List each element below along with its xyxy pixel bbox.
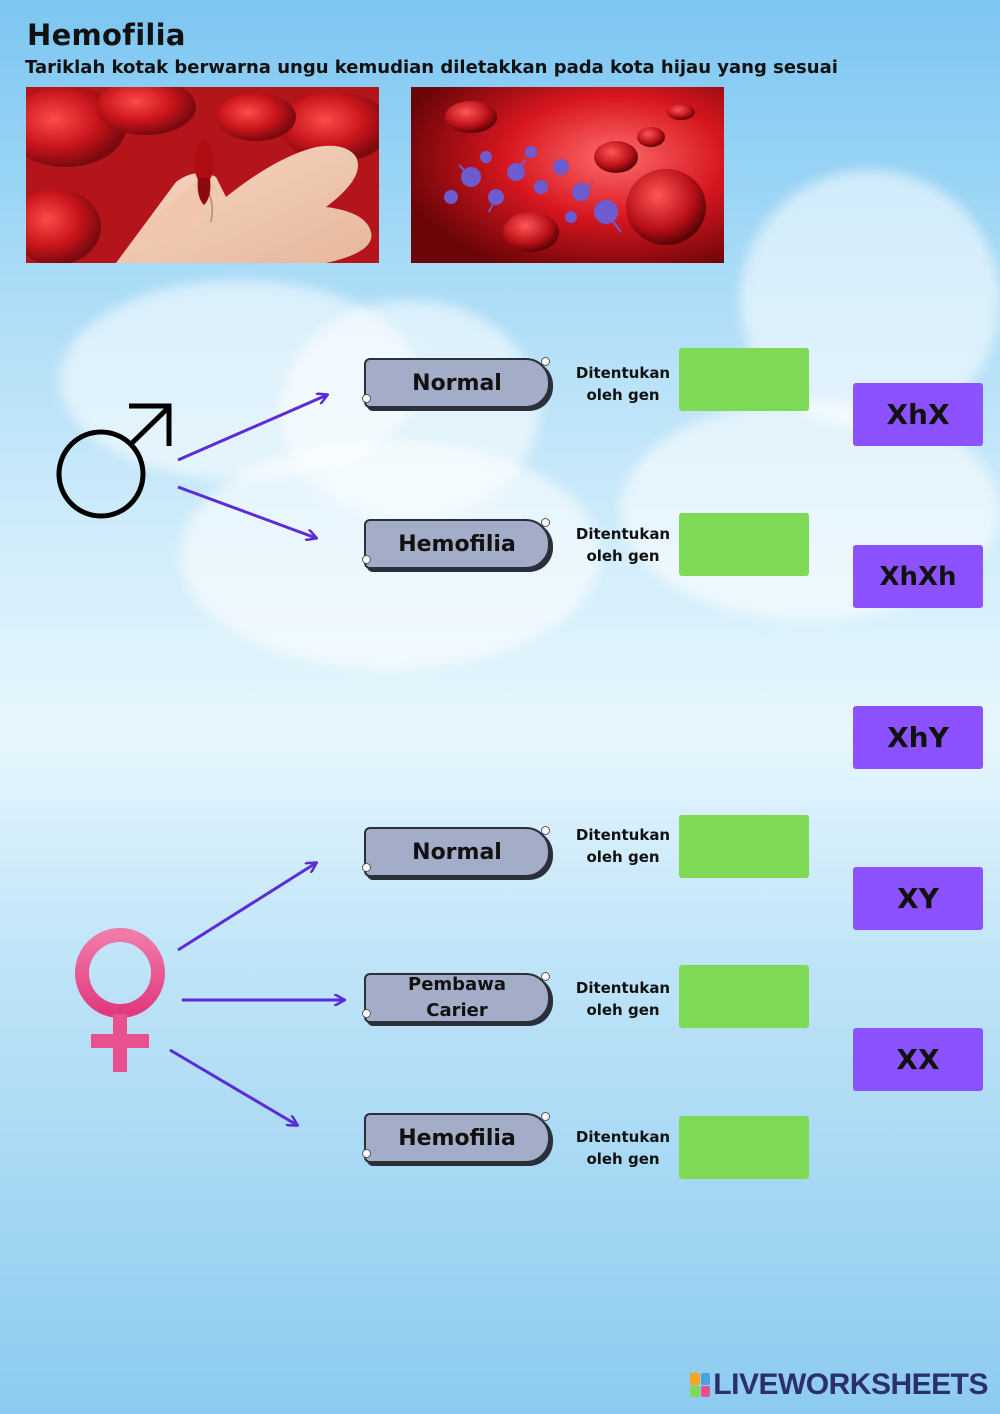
drop-zone-female-carrier[interactable]: [679, 965, 809, 1028]
blood-cells-photo: [411, 87, 724, 263]
drop-zone-male-normal[interactable]: [679, 348, 809, 411]
female-symbol-icon: [75, 928, 165, 1072]
gen-text: Ditentukan oleh gen: [575, 525, 671, 565]
bleeding-finger-photo: [26, 87, 379, 263]
arrow: [177, 485, 316, 538]
drop-zone-female-normal[interactable]: [679, 815, 809, 878]
gen-text: Ditentukan oleh gen: [575, 826, 671, 866]
label-female-carrier: Pembawa Carier: [362, 972, 550, 1023]
gen-text: Ditentukan oleh gen: [575, 1128, 671, 1168]
label-female-normal: Normal: [362, 826, 550, 877]
chip-xhx[interactable]: XhX: [853, 383, 983, 446]
liveworksheets-brand: LIVEWORKSHEETS: [690, 1368, 988, 1402]
instruction-text: Tariklah kotak berwarna ungu kemudian di…: [25, 57, 838, 78]
label-text: Pembawa Carier: [408, 974, 506, 1021]
arrow: [177, 395, 327, 462]
page-title: Hemofilia: [27, 18, 186, 52]
liveworksheets-logo-icon: [690, 1373, 711, 1397]
chip-xy[interactable]: XY: [853, 867, 983, 930]
arrow: [177, 863, 316, 952]
drop-zone-male-hemofilia[interactable]: [679, 513, 809, 576]
chip-xhxh[interactable]: XhXh: [853, 545, 983, 608]
label-female-hemofilia: Hemofilia: [362, 1112, 550, 1163]
label-male-hemofilia: Hemofilia: [362, 518, 550, 569]
label-text: Normal: [412, 370, 502, 396]
gen-text: Ditentukan oleh gen: [575, 364, 671, 404]
gen-text: Ditentukan oleh gen: [575, 979, 671, 1019]
label-text: Hemofilia: [398, 1125, 516, 1151]
label-text: Hemofilia: [398, 531, 516, 557]
chip-xx[interactable]: XX: [853, 1028, 983, 1091]
drop-zone-female-hemofilia[interactable]: [679, 1116, 809, 1179]
chip-xhy[interactable]: XhY: [853, 706, 983, 769]
arrow: [169, 1048, 297, 1125]
label-male-normal: Normal: [362, 357, 550, 408]
brand-text: LIVEWORKSHEETS: [713, 1368, 988, 1401]
label-text: Normal: [412, 839, 502, 865]
male-symbol-icon: [56, 403, 172, 519]
